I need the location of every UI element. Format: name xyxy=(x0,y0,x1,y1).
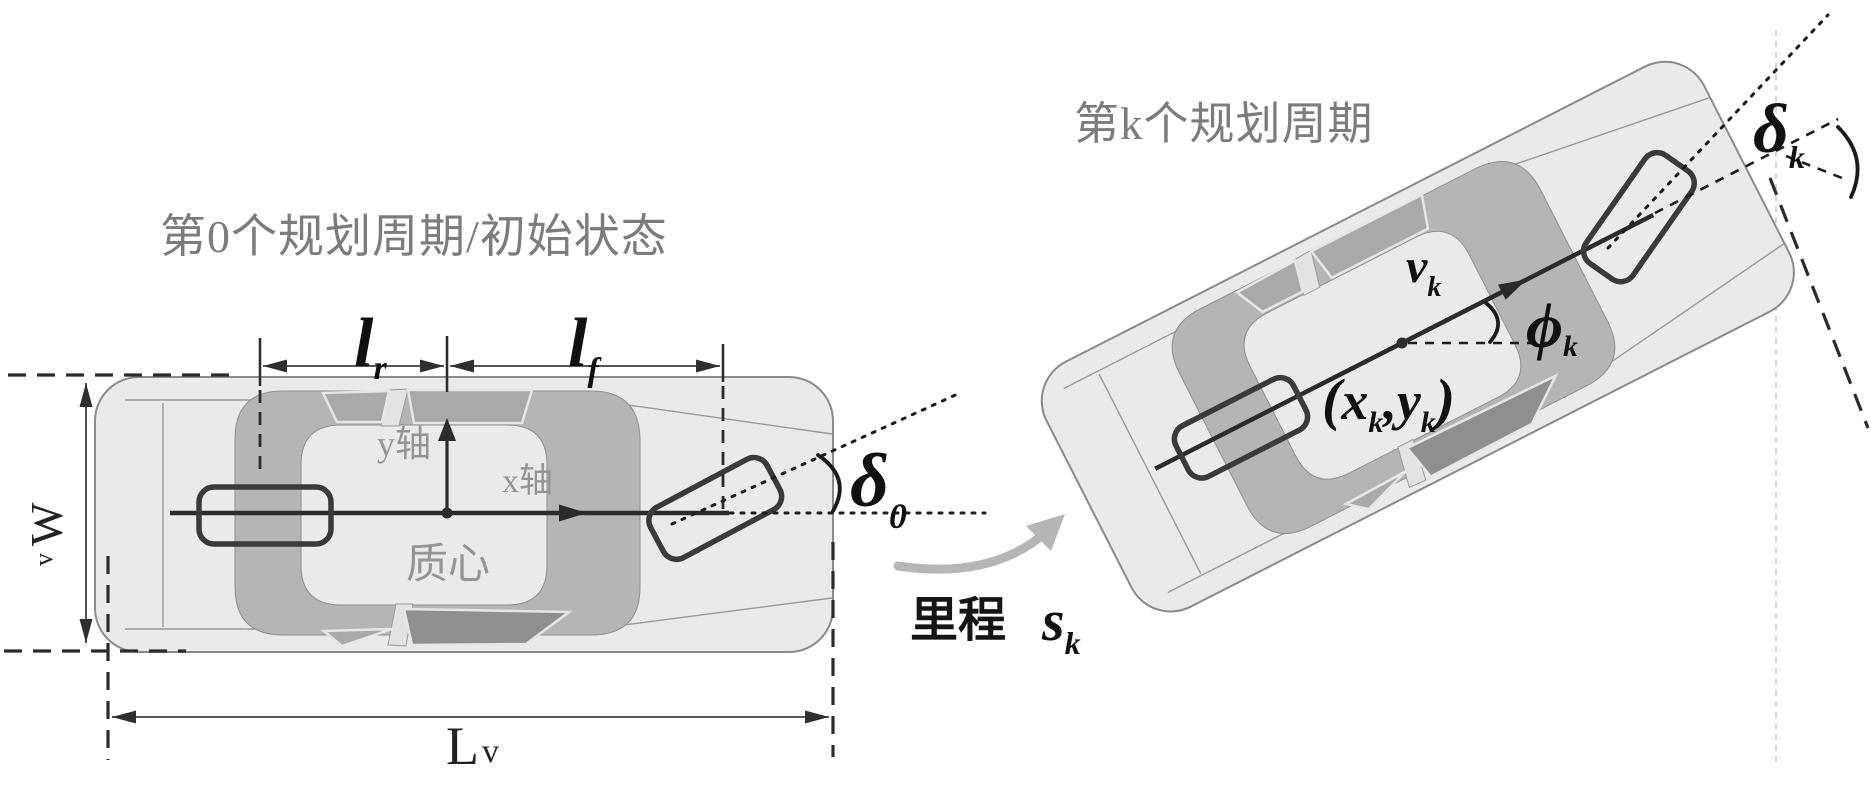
steer-angle-label-right: δk xyxy=(1753,91,1805,175)
y-axis-arrowhead xyxy=(438,418,456,441)
length-label: L xyxy=(446,716,479,776)
x-axis-label: x轴 xyxy=(502,462,553,500)
mileage-variable: sk xyxy=(1041,588,1081,661)
mileage-arrowhead xyxy=(1026,514,1065,551)
mileage-arrow xyxy=(893,527,1051,574)
front-extent-dash-rotated xyxy=(1768,177,1870,429)
steering-direction-dotted xyxy=(670,390,964,526)
velocity-label: vk xyxy=(1406,240,1441,303)
steer-angle-arc-right xyxy=(1836,125,1860,199)
steer-angle-label: δ0 xyxy=(850,439,907,536)
heading-extension-dash xyxy=(1654,117,1839,215)
lf-label: lf xyxy=(568,305,602,389)
width-label: W xyxy=(21,502,72,546)
width-label-sub: v xyxy=(29,553,58,566)
heading-angle-arc xyxy=(1484,301,1500,344)
lr-label: lr xyxy=(354,305,387,387)
y-axis-label: y轴 xyxy=(377,424,431,464)
position-label: (xk,yk) xyxy=(1322,367,1455,439)
left-title: 第0个规划周期/初始状态 xyxy=(160,211,668,262)
center-of-mass-label: 质心 xyxy=(406,542,490,588)
steering-direction-dotted-right xyxy=(1606,13,1830,250)
right-title: 第k个规划周期 xyxy=(1074,99,1374,149)
length-label-sub: v xyxy=(482,733,499,770)
mileage-label: 里程 xyxy=(910,594,1006,647)
heading-angle-label: ϕk xyxy=(1526,290,1578,363)
steering-angle-arc xyxy=(816,453,842,513)
